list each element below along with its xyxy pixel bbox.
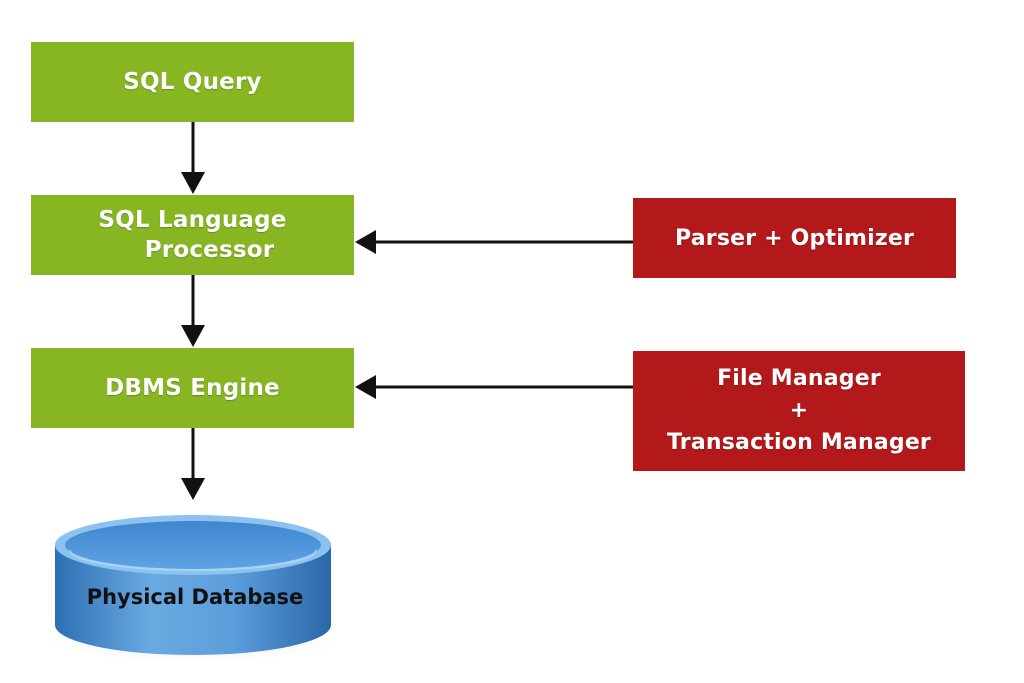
dbms-engine-box: DBMS Engine [31, 348, 354, 428]
sql-language-processor-label-line2: Processor [144, 237, 275, 263]
file-manager-label: File Manager [717, 366, 881, 391]
arrow-query-to-processor [181, 122, 205, 194]
arrow-engine-to-database [181, 428, 205, 500]
arrow-parser-to-processor [355, 230, 633, 254]
file-transaction-manager-box: File Manager + Transaction Manager [633, 351, 965, 471]
plus-label: + [789, 398, 809, 423]
sql-language-processor-box: SQL Language Processor [31, 195, 354, 275]
dbms-engine-label: DBMS Engine [105, 375, 280, 401]
transaction-manager-label: Transaction Manager [667, 430, 931, 455]
sql-query-label: SQL Query [123, 69, 262, 95]
parser-optimizer-box: Parser + Optimizer [633, 198, 956, 278]
arrow-processor-to-engine [181, 275, 205, 347]
sql-language-processor-label-line1: SQL Language [98, 207, 287, 233]
sql-query-box: SQL Query [31, 42, 354, 122]
parser-optimizer-label: Parser + Optimizer [675, 225, 914, 251]
arrow-filemanager-to-engine [355, 375, 633, 399]
physical-database-label: Physical Database [86, 585, 304, 609]
physical-database-cylinder [33, 515, 353, 664]
